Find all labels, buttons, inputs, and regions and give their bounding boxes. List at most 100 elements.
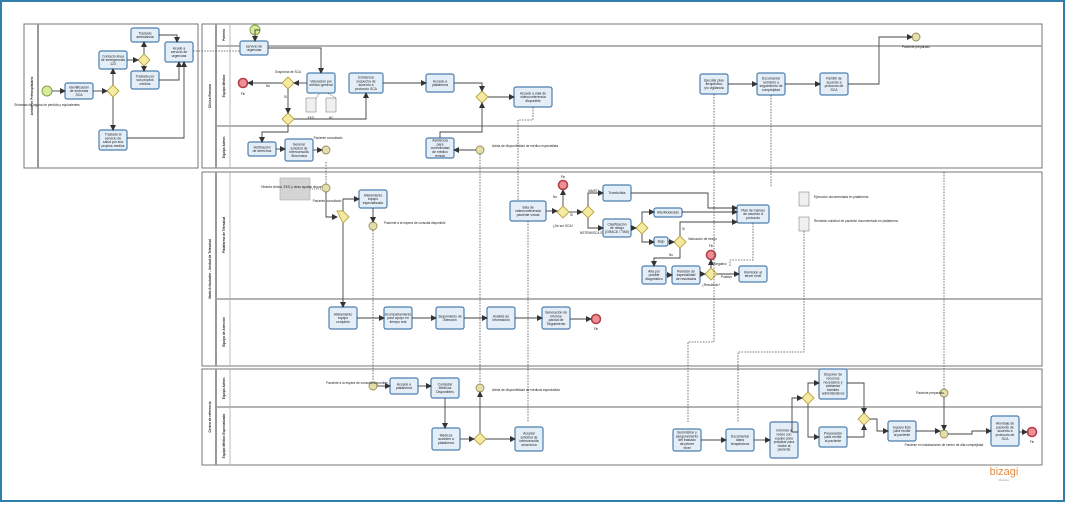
lane-title: Equipo Admin. bbox=[222, 377, 226, 399]
lane-title: Portería bbox=[222, 29, 226, 41]
event-label: Alerta de disponibilidad de médicos espe… bbox=[492, 388, 560, 392]
flow-label: Negativo bbox=[714, 262, 727, 266]
svg-text:Alto/Moderado: Alto/Moderado bbox=[657, 211, 679, 215]
pool-title: Clínica Emisora bbox=[208, 84, 212, 108]
end-event[interactable] bbox=[557, 179, 569, 191]
end-event[interactable] bbox=[590, 313, 602, 325]
exclusive-gateway-descarte[interactable] bbox=[556, 205, 570, 219]
end-event[interactable] bbox=[1026, 426, 1038, 438]
document-ekg bbox=[305, 97, 317, 113]
timer-event[interactable] bbox=[475, 145, 485, 155]
document-label: HC bbox=[329, 116, 334, 120]
end-label: Fin bbox=[1030, 440, 1035, 444]
bizagi-sublabel: Modeler bbox=[999, 478, 1010, 482]
flow-label: Sí bbox=[682, 227, 685, 231]
end-label: Fin bbox=[241, 92, 246, 96]
annotation-text: Historia clínica, EKG y otras ayudas dis… bbox=[261, 185, 329, 189]
message-end-event[interactable] bbox=[911, 32, 921, 42]
join-event[interactable] bbox=[939, 429, 949, 439]
event-label: Alerta de disponibilidad de médico espec… bbox=[492, 144, 558, 148]
message-event[interactable] bbox=[321, 145, 331, 155]
timer-event[interactable] bbox=[475, 383, 485, 393]
flow-label: NSTEMI/SCA SCEST bbox=[580, 231, 611, 235]
start-event[interactable] bbox=[41, 85, 53, 97]
svg-text:Trombolisis: Trombolisis bbox=[608, 191, 626, 195]
lane-title: Equipo Admin. bbox=[222, 136, 226, 158]
task-trombolisis[interactable]: Trombolisis bbox=[602, 184, 632, 202]
parallel-gateway[interactable] bbox=[473, 432, 487, 446]
flow-label-si: Sí bbox=[570, 213, 573, 217]
pool-centro-referencia: Centro de referencia Equipo Admin. Equip… bbox=[201, 368, 1043, 466]
task-bajo[interactable]: Bajo bbox=[653, 236, 669, 247]
gateway-label: Valoración de riesgo bbox=[688, 237, 717, 241]
event-label: Paciente en instalaciones de centro de a… bbox=[905, 443, 984, 447]
pool-clinica-emisora: Clínica Emisora Portería Equipo Médico E… bbox=[201, 23, 1043, 169]
end-label: Fin bbox=[594, 327, 599, 331]
end-event[interactable] bbox=[237, 77, 249, 89]
task-alto-moderado[interactable]: Alto/Moderado bbox=[653, 207, 683, 218]
message-start-event[interactable] bbox=[321, 183, 331, 193]
timer-event[interactable] bbox=[368, 221, 378, 231]
flow-label-no: No bbox=[266, 84, 270, 88]
gateway-label: Sospecha de SCA bbox=[275, 70, 302, 74]
lane-title: Equipo de Atención bbox=[222, 317, 226, 347]
